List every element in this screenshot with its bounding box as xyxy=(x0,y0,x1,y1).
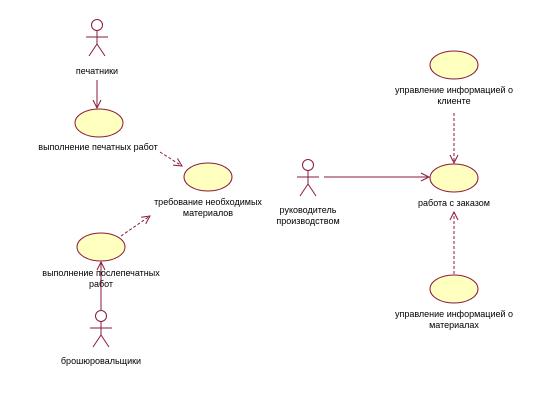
actor-printers-label: печатники xyxy=(75,66,119,76)
usecase-client-info-ellipse xyxy=(429,50,479,80)
usecase-client-info-label-line2: клиенте xyxy=(437,96,471,106)
actor-binders-figure xyxy=(90,310,112,348)
usecase-material-info-label: управление информацией о материалах xyxy=(384,309,524,331)
dep-postpress-to-materials xyxy=(120,216,150,237)
actor-binders-label: брошюровальщики xyxy=(60,356,142,366)
usecase-client-info-label-line1: управление информацией о xyxy=(394,85,514,95)
actor-manager-label-line1: руководитель xyxy=(279,205,337,215)
usecase-postpress-label-line1: выполнение послепечатных xyxy=(42,268,160,278)
usecase-materials-req-label-line2: материалов xyxy=(182,208,234,218)
actor-manager-label: руководитель производством xyxy=(276,205,340,227)
dep-printing-work-to-materials xyxy=(159,151,182,166)
usecase-printing-work-label: выполнение печатных работ xyxy=(38,142,158,152)
actor-printers-figure xyxy=(86,19,108,57)
usecase-order-work-ellipse xyxy=(429,163,479,193)
usecase-material-info-label-line1: управление информацией о xyxy=(394,309,514,319)
usecase-postpress-label: выполнение послепечатных работ xyxy=(36,268,166,290)
usecase-materials-req-label-line1: требование необходимых xyxy=(154,197,262,207)
usecase-materials-req-ellipse xyxy=(183,162,233,192)
usecase-order-work-label: работа с заказом xyxy=(418,198,490,208)
usecase-materials-req-label: требование необходимых материалов xyxy=(143,197,273,219)
actor-manager-label-line2: производством xyxy=(276,216,340,226)
usecase-postpress-label-line2: работ xyxy=(88,279,114,289)
actor-manager-figure xyxy=(297,159,319,197)
usecase-printing-work-ellipse xyxy=(74,108,124,138)
usecase-postpress-ellipse xyxy=(76,232,126,262)
usecase-material-info-ellipse xyxy=(429,274,479,304)
usecase-client-info-label: управление информацией о клиенте xyxy=(384,85,524,107)
usecase-material-info-label-line2: материалах xyxy=(429,320,479,330)
